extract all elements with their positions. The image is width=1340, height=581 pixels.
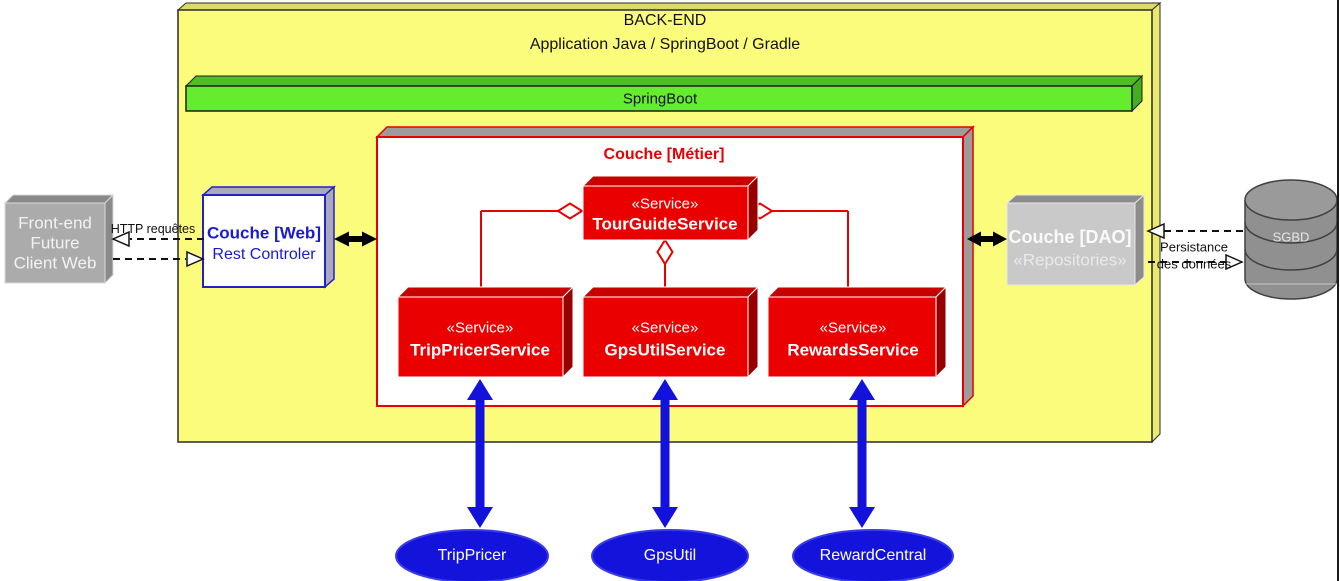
- black-double-arrow-web-metier: [334, 231, 377, 247]
- persistance-label-line2: des données: [1156, 256, 1232, 272]
- blue-double-arrow-rewardcentral: [849, 379, 875, 528]
- rewards-stereotype: «Service»: [819, 319, 887, 337]
- springboot-node: [184, 74, 1144, 113]
- gpsutil-service-node: [581, 285, 760, 379]
- tourguide-stereotype: «Service»: [631, 195, 699, 213]
- sgbd-label: SGBD: [1272, 229, 1310, 245]
- edge-tourguide-trippricer: [480, 210, 558, 288]
- rewards-name: RewardsService: [787, 340, 919, 360]
- external-link-arrows: [467, 379, 875, 528]
- open-arrowhead-sgbd: [1225, 253, 1244, 271]
- rewards-service-node: [766, 285, 948, 379]
- gpsutil-ellipse: [591, 529, 749, 581]
- open-arrowhead-right: [186, 250, 205, 268]
- database-icon: [1244, 179, 1338, 300]
- tourguide-service-node: [581, 174, 760, 242]
- frontend-node: [3, 193, 115, 285]
- gpsutil-name: GpsUtilService: [604, 340, 726, 360]
- persistence-dependency-arrows: [1146, 222, 1244, 271]
- frontend-line3: Client Web: [13, 253, 97, 273]
- external-library-nodes: [395, 529, 954, 581]
- rewardcentral-ellipse: [792, 529, 954, 581]
- trippricer-name: TripPricerService: [410, 340, 550, 360]
- open-arrowhead-left: [111, 230, 130, 248]
- frontend-line2: Future: [30, 233, 80, 253]
- backend-title: BACK-END: [623, 12, 707, 29]
- layer-link-arrows: [334, 231, 1007, 247]
- rewardcentral-external-label: RewardCentral: [819, 547, 927, 564]
- black-double-arrow-metier-dao: [967, 231, 1007, 247]
- trippricer-ellipse: [395, 529, 549, 581]
- frontend-line1: Front-end: [18, 213, 92, 233]
- web-layer-node: [201, 185, 336, 289]
- blue-double-arrow-trippricer: [467, 379, 493, 528]
- trippricer-stereotype: «Service»: [446, 319, 514, 337]
- metier-title: Couche [Métier]: [603, 146, 725, 163]
- trippricer-external-label: TripPricer: [437, 547, 507, 564]
- tourguide-name: TourGuideService: [592, 214, 738, 234]
- dao-layer-subtitle: «Repositories»: [1013, 250, 1127, 270]
- web-layer-subtitle: Rest Controler: [212, 246, 316, 263]
- open-arrowhead-dao: [1146, 222, 1165, 240]
- dao-layer-node: [1005, 193, 1146, 287]
- persistance-label-line1: Persistance: [1160, 239, 1228, 255]
- blue-double-arrow-gpsutil: [652, 379, 678, 528]
- springboot-label: SpringBoot: [622, 90, 698, 108]
- http-dependency-arrows: [111, 230, 205, 268]
- trippricer-service-node: [396, 285, 575, 379]
- edge-tourguide-rewards: [772, 210, 849, 288]
- dao-layer-title: Couche [DAO]: [1008, 227, 1132, 247]
- aggregation-diamond-bottom: [656, 238, 674, 266]
- aggregation-diamond-left: [556, 202, 584, 220]
- gpsutil-stereotype: «Service»: [631, 319, 699, 337]
- gpsutil-external-label: GpsUtil: [643, 547, 697, 564]
- backend-subtitle: Application Java / SpringBoot / Gradle: [529, 36, 801, 53]
- http-label: HTTP requêtes: [110, 221, 196, 236]
- web-layer-title: Couche [Web]: [207, 223, 321, 243]
